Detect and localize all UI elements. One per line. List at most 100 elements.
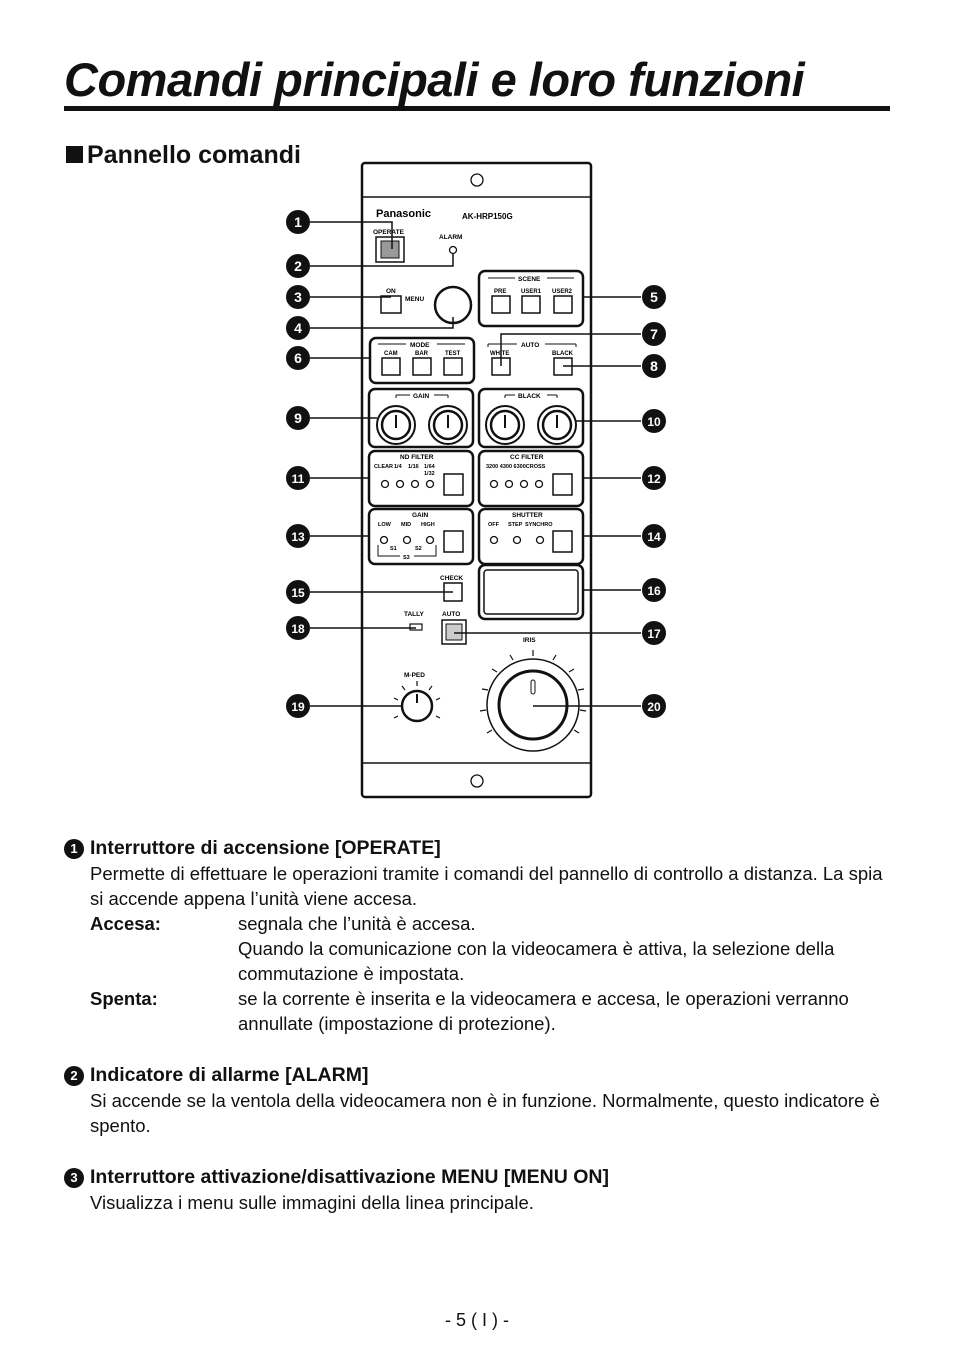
definition-term: Spenta: — [90, 988, 158, 1009]
svg-text:S1: S1 — [390, 546, 397, 552]
svg-text:BLACK: BLACK — [518, 393, 541, 400]
definition-row: Accesa: segnala che l’unità è accesa. Qu… — [90, 911, 884, 986]
svg-text:LOW: LOW — [378, 522, 392, 528]
number-3-icon: 3 — [64, 1168, 84, 1188]
callout-7 — [642, 322, 666, 346]
svg-text:S3: S3 — [403, 555, 410, 561]
callout-18 — [286, 616, 310, 640]
auto-iris-button — [441, 619, 467, 645]
callout-leader-lines — [310, 221, 641, 707]
svg-text:5: 5 — [650, 289, 658, 305]
callout-2 — [286, 254, 310, 278]
menu-on-switch — [380, 295, 402, 314]
page-number: - 5 ( I ) - — [445, 1310, 509, 1330]
definition-list: Accesa: segnala che l’unità è accesa. Qu… — [90, 911, 884, 1036]
cc-filter-button — [552, 473, 573, 496]
iris-dial-ticks — [479, 650, 587, 734]
gain-select-button — [443, 530, 464, 553]
svg-text:1/4: 1/4 — [394, 464, 403, 470]
svg-text:GAIN: GAIN — [412, 512, 429, 519]
callout-16 — [642, 578, 666, 602]
callout-10 — [642, 409, 666, 433]
number-2-icon: 2 — [64, 1066, 84, 1086]
svg-text:17: 17 — [647, 627, 661, 641]
callout-12 — [642, 466, 666, 490]
svg-text:SYNCHRO: SYNCHRO — [525, 522, 553, 528]
callout-6 — [286, 346, 310, 370]
operate-label: OPERATE — [373, 229, 405, 236]
svg-text:HIGH: HIGH — [421, 522, 435, 528]
svg-text:OFF: OFF — [488, 522, 500, 528]
svg-text:11: 11 — [292, 472, 305, 486]
mode-group — [368, 336, 476, 385]
svg-text:GAIN: GAIN — [413, 393, 430, 400]
user1-button — [521, 295, 541, 314]
svg-text:USER1: USER1 — [521, 289, 542, 295]
nd-filter-button — [443, 473, 464, 496]
display-window — [477, 563, 585, 621]
black-knob-group — [477, 387, 585, 449]
definition-text: Quando la comunicazione con la videocame… — [238, 938, 835, 984]
svg-text:6: 6 — [294, 350, 302, 366]
svg-text:BLACK: BLACK — [552, 351, 574, 357]
panel-outline — [360, 161, 593, 799]
svg-text:4: 4 — [294, 320, 302, 336]
svg-text:M-PED: M-PED — [404, 672, 425, 679]
svg-text:MID: MID — [401, 522, 411, 528]
alarm-label: ALARM — [439, 234, 462, 241]
svg-text:STEP: STEP — [508, 522, 523, 528]
screw-top — [470, 173, 484, 187]
svg-text:CLEAR: CLEAR — [374, 464, 393, 470]
svg-text:16: 16 — [647, 584, 661, 598]
svg-text:12: 12 — [647, 472, 661, 486]
svg-text:WHITE: WHITE — [490, 351, 509, 357]
svg-text:8: 8 — [650, 358, 658, 374]
operate-switch — [375, 236, 405, 263]
svg-text:1: 1 — [294, 214, 302, 230]
svg-text:MODE: MODE — [410, 342, 430, 349]
callout-3 — [286, 285, 310, 309]
definition-row: Spenta: se la corrente è inserita e la v… — [90, 986, 884, 1036]
svg-text:15: 15 — [291, 586, 305, 600]
callout-8 — [642, 354, 666, 378]
callout-20 — [642, 694, 666, 718]
item-description: Si accende se la ventola della videocame… — [90, 1090, 880, 1136]
callout-1 — [286, 210, 310, 234]
svg-text:TEST: TEST — [445, 351, 461, 357]
svg-text:PRE: PRE — [494, 289, 506, 295]
cam-button — [381, 357, 401, 376]
svg-text:9: 9 — [294, 410, 302, 426]
svg-text:IRIS: IRIS — [523, 637, 536, 644]
control-panel-diagram: Panasonic AK-HRP150G OPERATE ALARM ON ME… — [286, 161, 666, 799]
test-button — [443, 357, 463, 376]
alarm-led — [448, 245, 458, 255]
callout-13 — [286, 524, 310, 548]
callout-11 — [286, 466, 310, 490]
scene-label: SCENE — [518, 276, 541, 283]
svg-text:AUTO: AUTO — [442, 611, 460, 618]
iris-dial — [497, 669, 569, 741]
callout-4 — [286, 316, 310, 340]
menu-label: MENU — [405, 296, 424, 303]
item-description: Permette di effettuare le operazioni tra… — [90, 863, 883, 909]
callout-17 — [642, 621, 666, 645]
svg-text:AUTO: AUTO — [521, 342, 539, 349]
svg-text:20: 20 — [647, 700, 661, 714]
shutter-button — [552, 530, 573, 553]
section-heading-text: Pannello comandi — [87, 141, 301, 169]
callout-5 — [642, 285, 666, 309]
svg-text:CAM: CAM — [384, 351, 398, 357]
pre-button — [491, 295, 511, 314]
callout-19 — [286, 694, 310, 718]
svg-text:19: 19 — [291, 700, 305, 714]
svg-text:USER2: USER2 — [552, 289, 573, 295]
definition-term: Accesa: — [90, 913, 161, 934]
definition-text: segnala che l’unità è accesa. — [238, 913, 476, 934]
svg-text:S2: S2 — [415, 546, 422, 552]
svg-text:13: 13 — [291, 530, 305, 544]
scene-group — [477, 269, 585, 328]
callout-9 — [286, 406, 310, 430]
